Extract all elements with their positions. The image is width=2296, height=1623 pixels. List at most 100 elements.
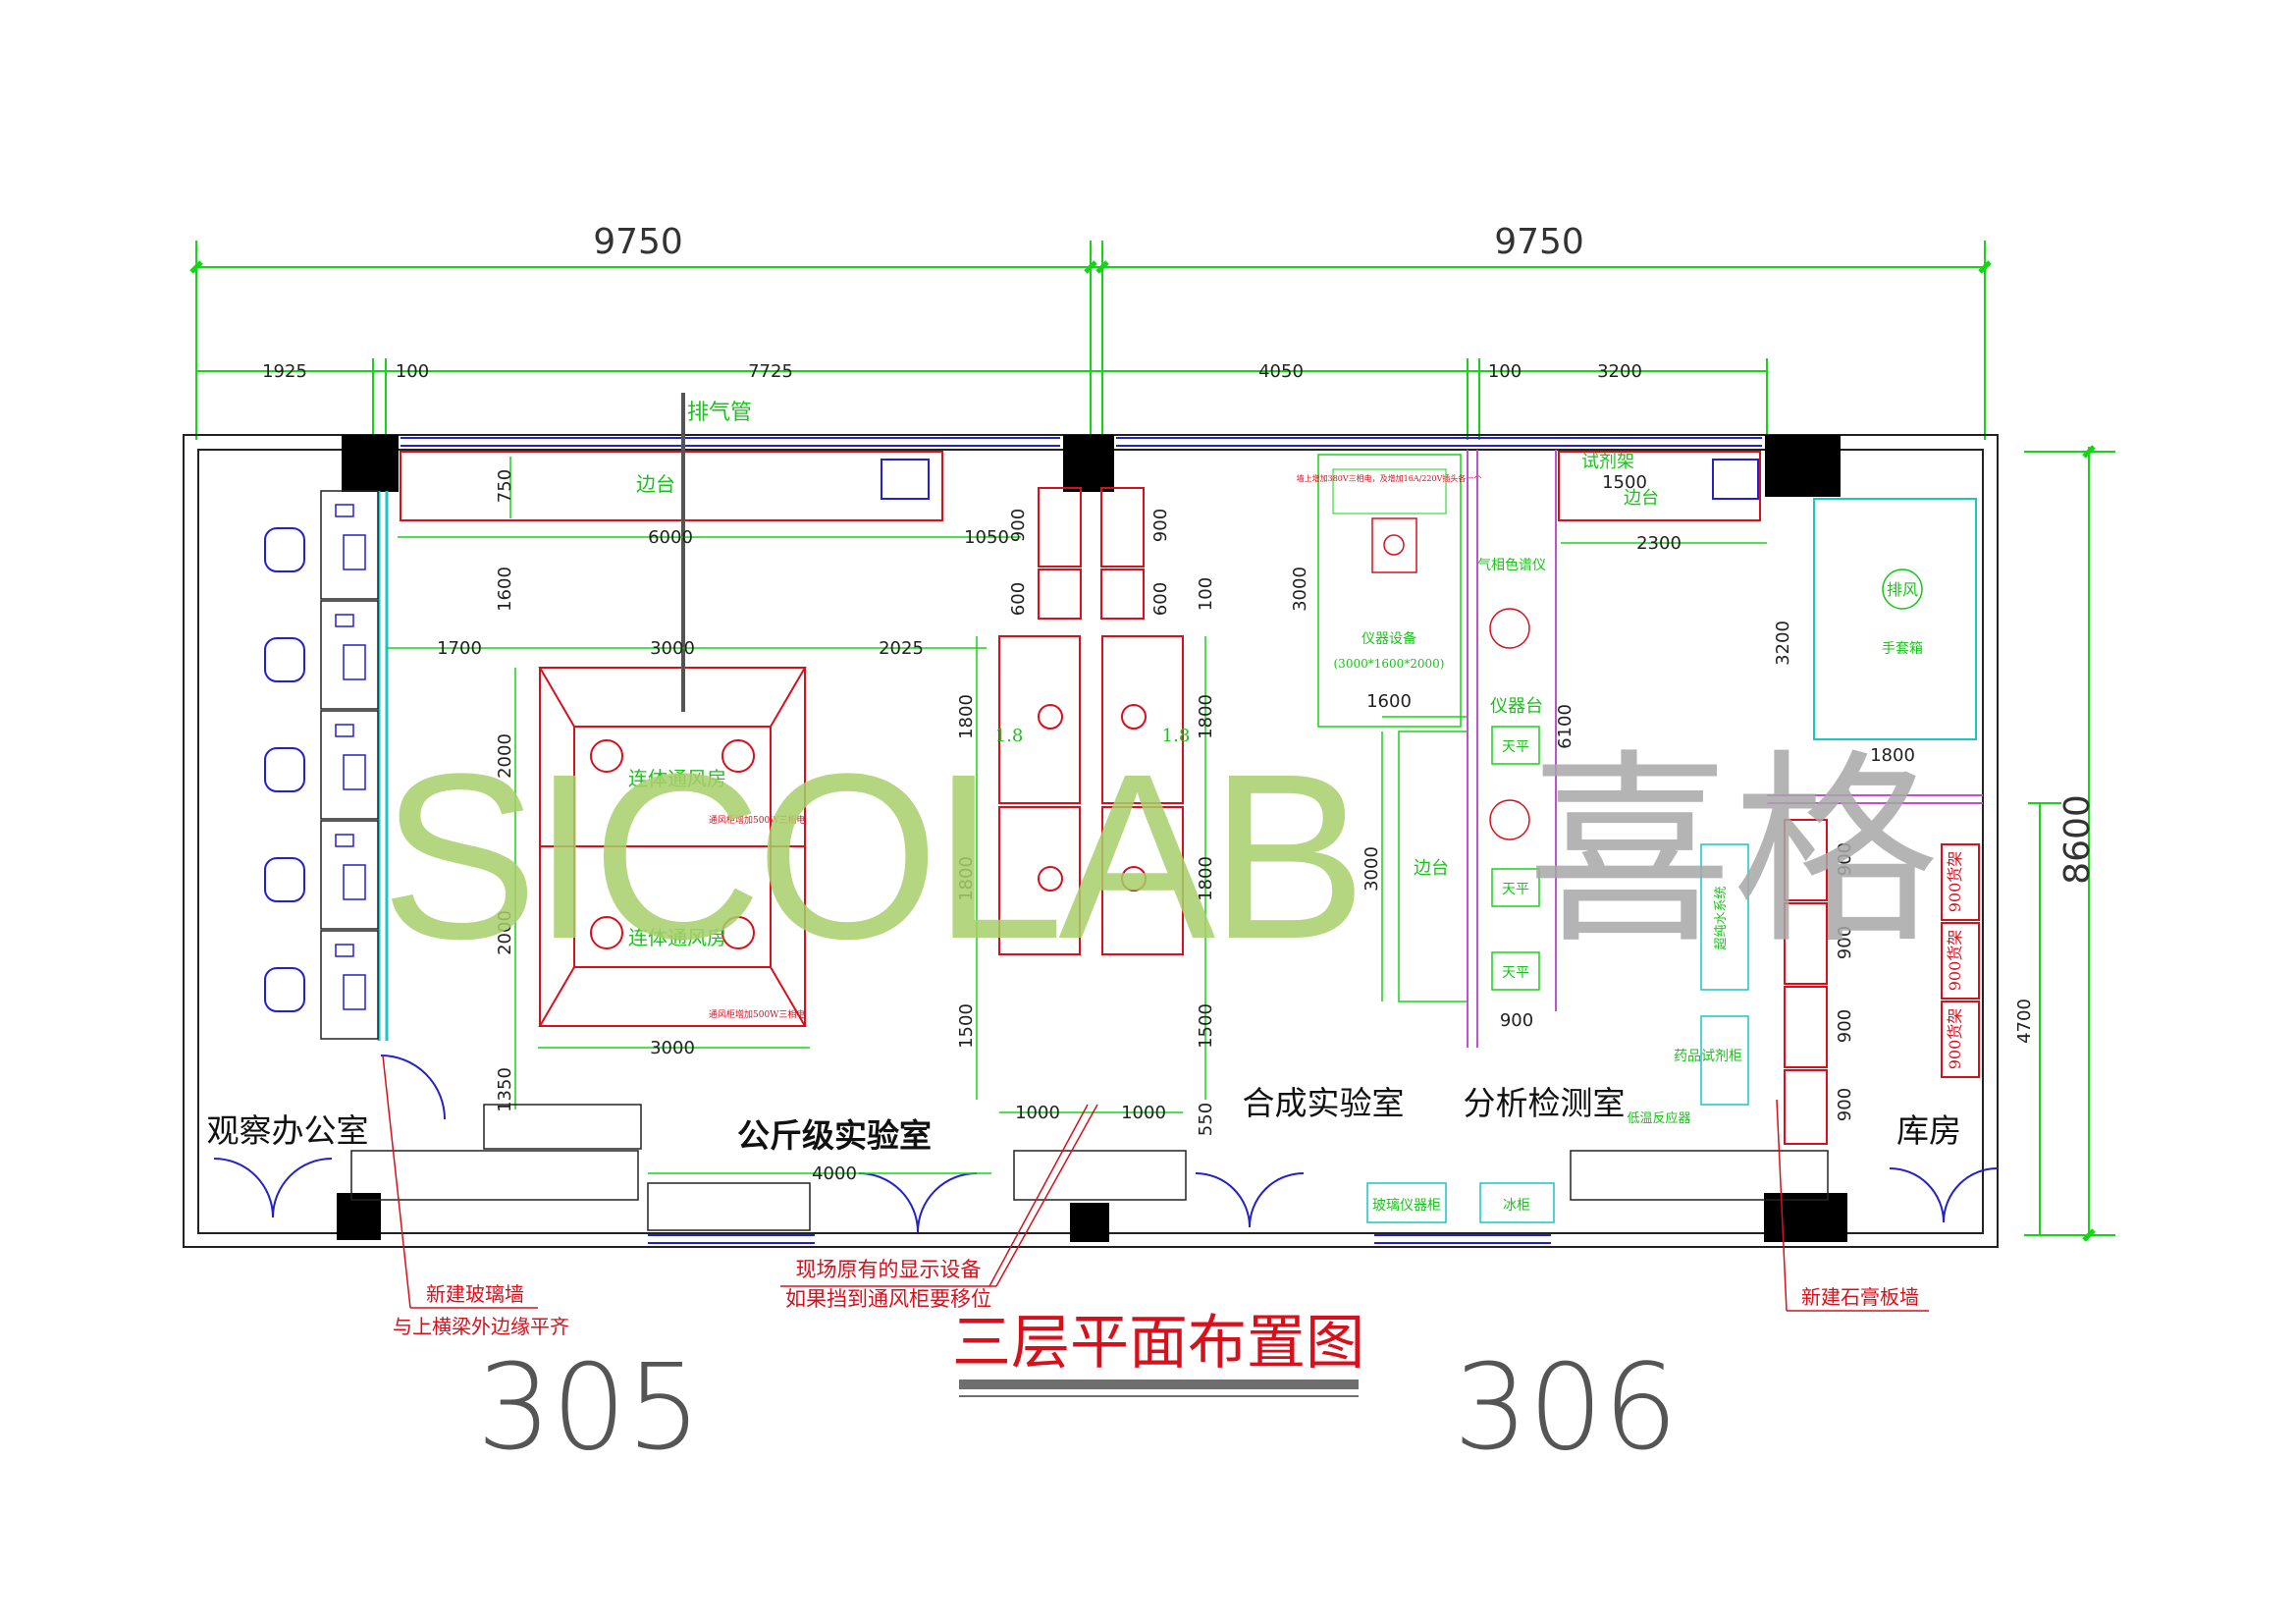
label-walkin-hood-1: 连体通风房	[628, 767, 726, 790]
dim-4700: 4700	[2014, 999, 2035, 1044]
balance-tables	[1491, 726, 1540, 991]
label-side-bench: 边台	[636, 472, 675, 496]
label-balance-3: 天平	[1502, 965, 1529, 981]
annotation-leaders	[382, 1055, 1929, 1312]
doors	[213, 1055, 1999, 1233]
watermark-latin: SICOLAB	[381, 725, 1361, 988]
dim-1600: 1600	[495, 567, 515, 612]
dim-1000-l: 1000	[1015, 1103, 1060, 1123]
annotation-glass-wall-2: 与上横梁外边缘平齐	[393, 1315, 569, 1338]
dim-100b: 100	[1488, 361, 1522, 382]
dim-3000-b: 3000	[650, 1038, 695, 1058]
room-analysis: 分析检测室	[1464, 1084, 1626, 1122]
fume-hoods	[998, 487, 1184, 955]
dim-750: 750	[495, 469, 515, 503]
label-1-8-r: 1.8	[1162, 726, 1191, 746]
dim-3000: 3000	[650, 638, 695, 659]
dim-top-right: 9750	[1494, 222, 1584, 262]
dim-top-left: 9750	[593, 222, 683, 262]
glass-partition	[377, 491, 389, 1041]
dim-3000-bench: 3000	[1362, 846, 1382, 892]
dim-1800-r2: 1800	[1196, 856, 1216, 901]
label-walkin-hood-2: 连体通风房	[628, 926, 726, 949]
label-fridge: 冰柜	[1503, 1198, 1530, 1214]
dim-100-c: 100	[1196, 577, 1216, 611]
label-gc: 气相色谱仪	[1477, 557, 1546, 573]
label-shelf-1: 900货架	[1946, 851, 1964, 913]
dim-7725: 7725	[748, 361, 793, 382]
central-dim-lines	[976, 636, 1206, 1113]
label-instrument: 仪器设备	[1362, 630, 1416, 647]
power-note-box	[1332, 468, 1447, 514]
dim-600-r: 600	[1150, 582, 1171, 616]
office-chairs	[264, 527, 305, 1012]
label-exhaust: 排风	[1887, 580, 1918, 599]
dim-1925: 1925	[262, 361, 307, 382]
label-side-bench-right: 边台	[1624, 488, 1659, 509]
annotation-glass-wall-1: 新建玻璃墙	[426, 1282, 524, 1306]
label-glovebox: 手套箱	[1882, 641, 1923, 657]
dim-900-r: 900	[1150, 509, 1171, 542]
dim-6000: 6000	[648, 527, 693, 548]
room-number-305: 305	[476, 1340, 701, 1477]
dim-2025: 2025	[879, 638, 924, 659]
room-synthesis-lab: 合成实验室	[1243, 1084, 1405, 1122]
instrument-icons	[1371, 517, 1530, 840]
glovebox	[1813, 498, 1977, 740]
label-balance-1: 天平	[1502, 739, 1529, 755]
watermark-chinese: 喜格	[1526, 736, 1939, 967]
dim-100: 100	[396, 361, 429, 382]
dim-1000-r: 1000	[1121, 1103, 1166, 1123]
title-underline	[959, 1380, 1359, 1389]
room-observation-office: 观察办公室	[207, 1111, 369, 1150]
dim-4050: 4050	[1258, 361, 1304, 382]
storage-shelves	[1941, 843, 1980, 1078]
chem-cabinets	[1784, 819, 1828, 1145]
room-storage: 库房	[1896, 1111, 1961, 1150]
label-reactor: 低温反应器	[1627, 1110, 1690, 1126]
dim-1800-r1: 1800	[1196, 694, 1216, 739]
label-instrument-size: (3000*1600*2000)	[1334, 657, 1445, 671]
dim-1600-inst: 1600	[1366, 691, 1412, 712]
analysis-cabinets	[1366, 843, 1749, 1223]
dim-2000-b: 2000	[495, 910, 515, 955]
dim-550: 550	[1196, 1103, 1216, 1136]
dim-900-c1: 900	[1835, 842, 1855, 876]
label-reagent-rack: 试剂架	[1581, 452, 1634, 472]
dim-2000-a: 2000	[495, 733, 515, 779]
dim-1500-l: 1500	[956, 1003, 977, 1049]
kilo-lab-dim-lines	[386, 457, 1021, 1174]
dim-1800-l1: 1800	[956, 694, 977, 739]
label-hood-note-2: 通风柜增加500W三相电	[709, 1008, 805, 1020]
label-hood-note-1: 通风柜增加500W三相电	[709, 814, 805, 826]
office-desks	[320, 490, 379, 1040]
annotation-gypsum-wall: 新建石膏板墙	[1801, 1285, 1919, 1309]
dim-1800-l2: 1800	[956, 856, 977, 901]
windows	[400, 437, 1762, 1244]
dim-900-bench: 900	[1500, 1010, 1533, 1031]
label-glassware: 玻璃仪器柜	[1372, 1197, 1441, 1214]
sink-icon-right	[1712, 459, 1759, 500]
dim-2300: 2300	[1636, 533, 1682, 554]
computers	[335, 504, 366, 1010]
room-kilo-lab: 公斤级实验室	[737, 1116, 932, 1155]
dim-900-l: 900	[1008, 509, 1029, 542]
sink-icon	[881, 459, 930, 500]
dim-1800-glove: 1800	[1870, 745, 1915, 766]
dim-900-c2: 900	[1835, 926, 1855, 959]
annotation-display-2: 如果挡到通风柜要移位	[785, 1287, 991, 1311]
dim-1350: 1350	[495, 1067, 515, 1112]
dim-3200: 3200	[1597, 361, 1642, 382]
dim-1500b: 1500	[1602, 472, 1647, 493]
dim-1700: 1700	[437, 638, 482, 659]
dimension-ticks	[189, 260, 2096, 1242]
label-power-note: 墙上增加380V三相电，及增加16A/220V插头各一个	[1297, 473, 1482, 483]
dim-900-c4: 900	[1835, 1088, 1855, 1121]
label-side-bench-mid: 边台	[1414, 858, 1449, 879]
label-1-8-l: 1.8	[995, 726, 1024, 746]
dim-900-c3: 900	[1835, 1009, 1855, 1043]
lower-benches	[350, 1104, 1829, 1231]
dim-600-l: 600	[1008, 582, 1029, 616]
kilo-lab-fixtures	[400, 451, 943, 1027]
